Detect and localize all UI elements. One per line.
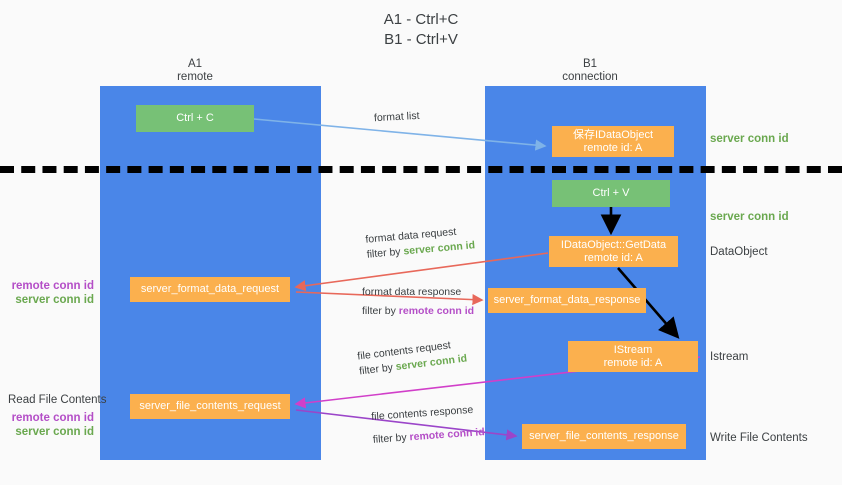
edge-label-format-data-response: format data response filter by remote co…: [362, 285, 474, 319]
filter-prefix: filter by: [362, 305, 399, 317]
lane-a1-role: remote: [177, 71, 213, 83]
node-server-file-contents-request[interactable]: server_file_contents_request: [130, 394, 290, 419]
node-server-format-data-request[interactable]: server_format_data_request: [130, 277, 290, 302]
side-label-server-conn-id-top: server conn id: [710, 133, 789, 145]
filter-prefix: filter by: [366, 245, 404, 261]
node-save-idataobject-line1: 保存IDataObject: [572, 128, 654, 141]
side-label-dataobject: DataObject: [710, 246, 768, 258]
left-label-conn-ids-lower: remote conn id server conn id: [8, 411, 94, 439]
left-label-conn-ids-upper: remote conn id server conn id: [8, 279, 94, 307]
left-label-read-file-contents: Read File Contents: [8, 394, 107, 406]
node-getdata-line1: IDataObject::GetData: [560, 238, 667, 251]
node-server-file-contents-response[interactable]: server_file_contents_response: [522, 424, 686, 449]
node-ctrl-v[interactable]: Ctrl + V: [552, 180, 670, 207]
edge-label-file-contents-response-filter: filter by remote conn id: [372, 425, 485, 448]
node-ctrl-v-label: Ctrl + V: [592, 187, 630, 199]
left-label-remote-conn-id-upper: remote conn id: [11, 280, 94, 292]
title-line-1: A1 - Ctrl+C: [383, 11, 459, 28]
title-line-2: B1 - Ctrl+V: [384, 31, 458, 48]
node-ctrl-c-label: Ctrl + C: [176, 112, 214, 124]
node-server-format-data-response-label: server_format_data_response: [493, 294, 641, 306]
lane-header-b1: B1 connection: [525, 58, 655, 84]
lane-b1-name: B1: [582, 58, 598, 70]
lane-header-a1: A1 remote: [130, 58, 260, 84]
left-label-server-conn-id-lower: server conn id: [15, 426, 94, 438]
edge-label-format-list: format list: [374, 109, 420, 126]
edge-label-format-data-request: format data request filter by server con…: [365, 223, 476, 262]
side-label-write-file-contents: Write File Contents: [710, 432, 808, 444]
edge-label-format-list-text: format list: [373, 109, 420, 125]
side-label-istream: Istream: [710, 351, 749, 363]
edge-label-file-contents-response: file contents response filter by remote …: [371, 402, 485, 448]
node-idataobject-getdata[interactable]: IDataObject::GetData remote id: A: [549, 236, 678, 267]
node-save-idataobject[interactable]: 保存IDataObject remote id: A: [552, 126, 674, 157]
node-server-format-data-response[interactable]: server_format_data_response: [488, 288, 646, 313]
edge-label-format-data-response-text: format data response: [362, 286, 462, 298]
lane-a1-name: A1: [187, 58, 203, 70]
edge-label-format-data-response-filter: filter by remote conn id: [362, 304, 474, 319]
node-server-file-contents-request-label: server_file_contents_request: [139, 400, 281, 412]
node-ctrl-c[interactable]: Ctrl + C: [136, 105, 254, 132]
filter-value-remote-conn-id: remote conn id: [398, 305, 475, 317]
left-label-remote-conn-id-lower: remote conn id: [11, 412, 94, 424]
phase-separator-divider: [0, 166, 842, 173]
filter-prefix: filter by: [358, 361, 397, 378]
filter-prefix: filter by: [372, 431, 410, 446]
node-getdata-line2: remote id: A: [584, 251, 643, 264]
edge-label-file-contents-response-text: file contents response: [370, 403, 474, 423]
node-save-idataobject-line2: remote id: A: [583, 141, 643, 154]
lane-b1-role: connection: [562, 71, 618, 83]
node-istream-line2: remote id: A: [603, 356, 663, 369]
left-label-server-conn-id-upper: server conn id: [15, 294, 94, 306]
side-label-server-conn-id-mid: server conn id: [710, 211, 789, 223]
node-istream[interactable]: IStream remote id: A: [568, 341, 698, 372]
diagram-title: A1 - Ctrl+C B1 - Ctrl+V: [0, 10, 842, 50]
edge-label-file-contents-request: file contents request filter by server c…: [357, 336, 468, 379]
node-server-format-data-request-label: server_format_data_request: [140, 283, 280, 295]
filter-value-remote-conn-id: remote conn id: [409, 426, 486, 444]
node-istream-line1: IStream: [613, 343, 653, 356]
node-server-file-contents-response-label: server_file_contents_response: [529, 430, 679, 442]
